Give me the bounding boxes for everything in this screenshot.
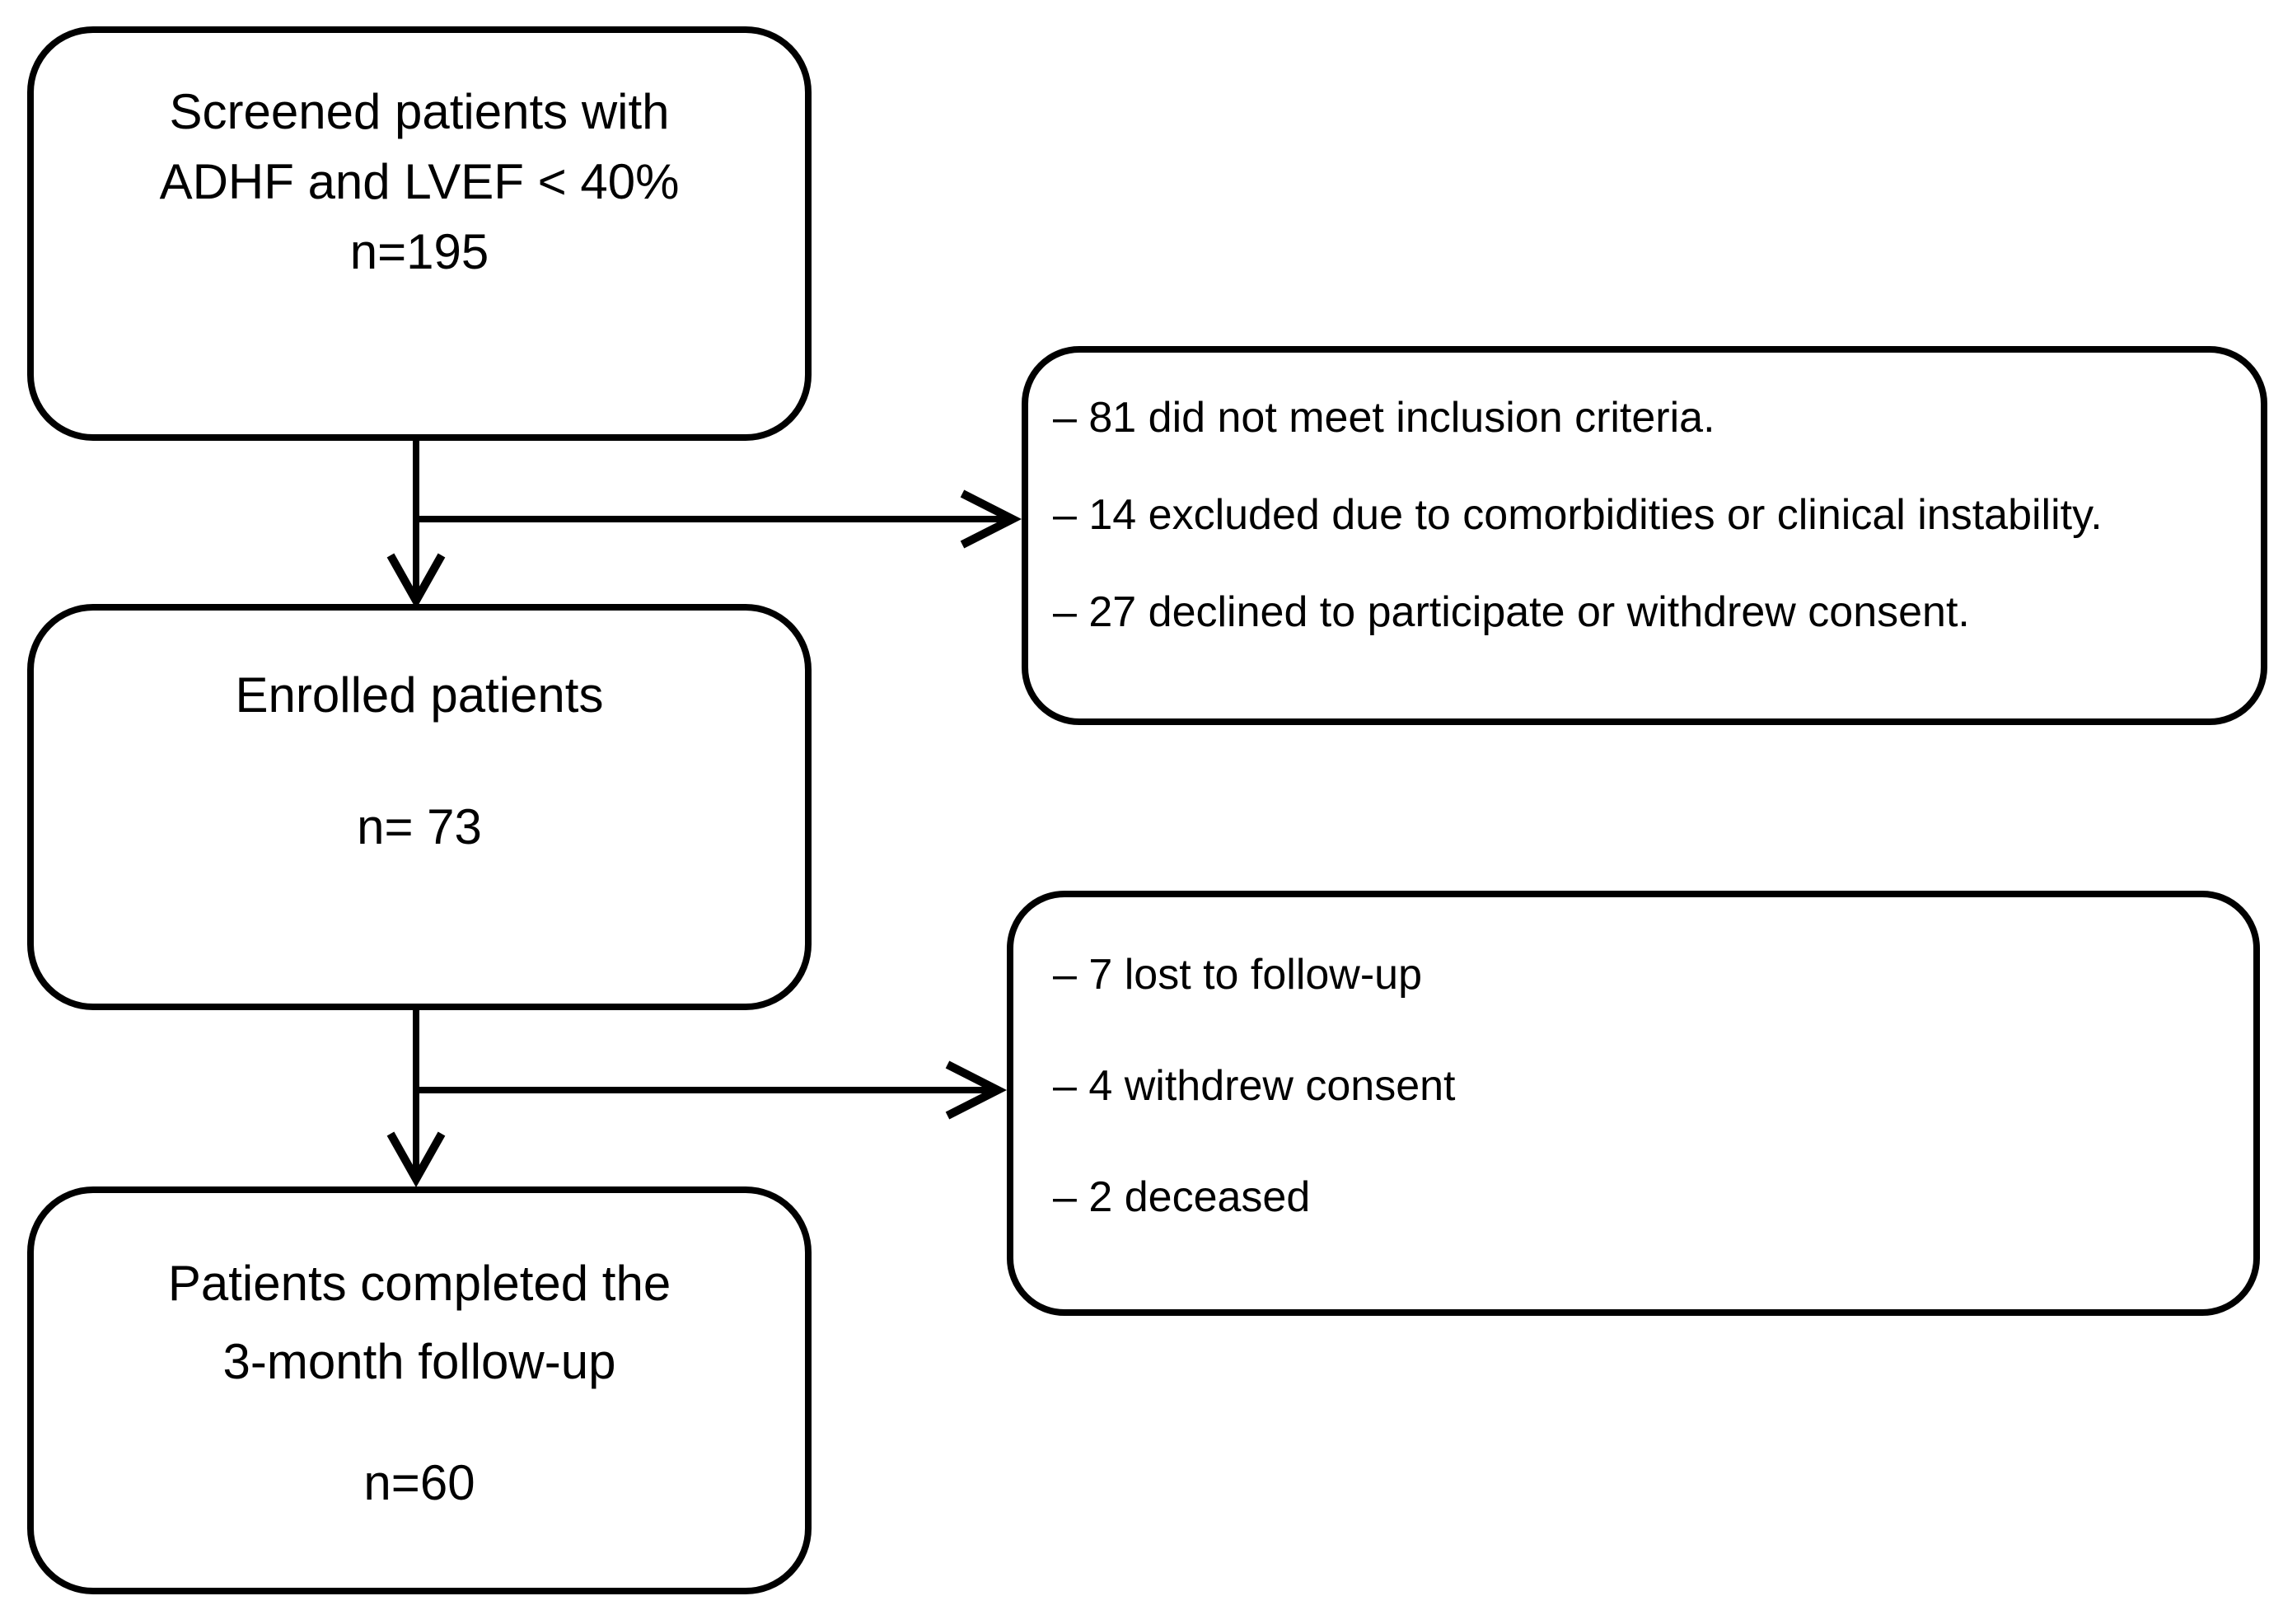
enrolled-count: n= 73 [357,799,482,854]
exclusion-item: – 7 lost to follow-up [1053,951,1423,999]
arrowhead-down-icon [386,1131,446,1188]
exclusion-item: – 2 deceased [1053,1173,1311,1221]
completed-line: Patients completed the [167,1256,671,1311]
completed-box: Patients completed the 3-month follow-up… [27,1186,812,1594]
exclusion-box-screening: – 81 did not meet inclusion criteria. – … [1022,346,2267,725]
screened-line: ADHF and LVEF < 40% [159,154,680,209]
arrowhead-down-icon [386,553,446,610]
completed-count: n=60 [363,1455,475,1510]
connector-screened-to-exclusions-1 [416,489,1022,549]
enrolled-title: Enrolled patients [235,667,604,723]
screened-count: n=195 [349,224,489,279]
screened-box: Screened patients with ADHF and LVEF < 4… [27,26,812,441]
enrolled-box: Enrolled patients n= 73 [27,604,812,1010]
exclusion-item: – 27 declined to participate or withdrew… [1053,588,1970,636]
exclusion-item: – 14 excluded due to comorbidities or cl… [1053,491,2103,539]
exclusion-box-followup: – 7 lost to follow-up – 4 withdrew conse… [1007,891,2260,1316]
completed-line: 3-month follow-up [222,1334,616,1389]
arrowhead-right-icon [960,489,1022,549]
exclusion-item: – 81 did not meet inclusion criteria. [1053,394,1715,442]
screened-line: Screened patients with [169,84,670,139]
connector-enrolled-to-exclusions-2 [416,1060,1008,1120]
arrowhead-right-icon [945,1060,1008,1120]
exclusion-item: – 4 withdrew consent [1053,1062,1456,1110]
connector-enrolled-to-completed [386,1010,446,1188]
